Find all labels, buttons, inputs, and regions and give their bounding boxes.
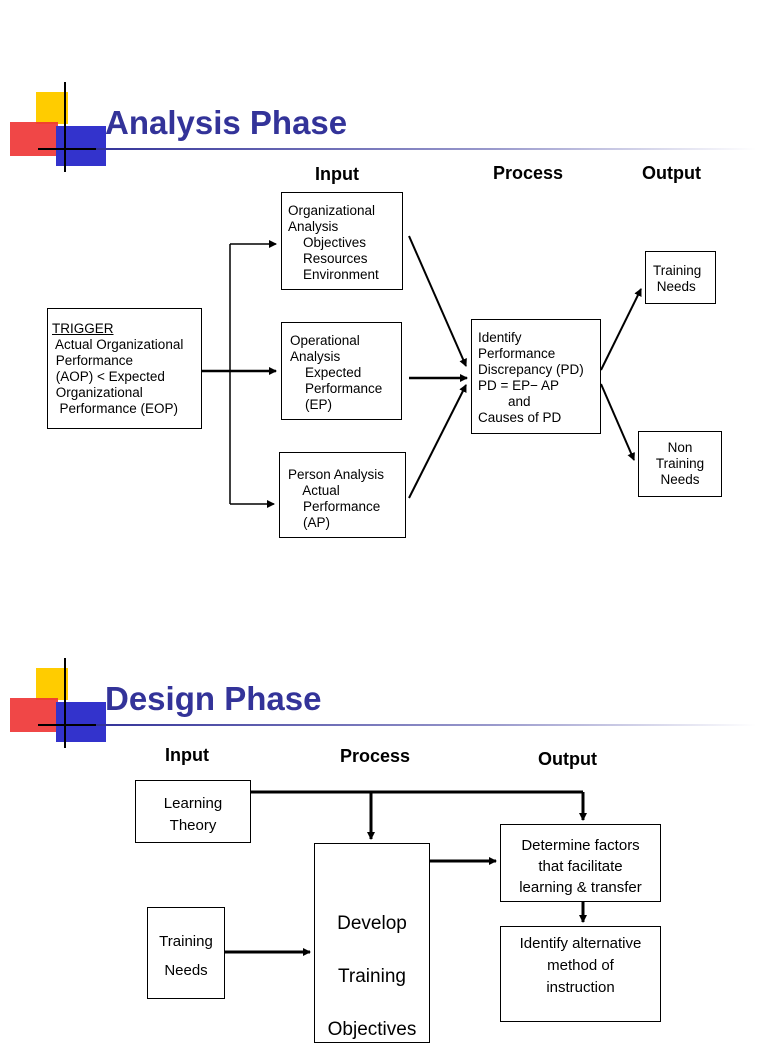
person-analysis-line: Performance [288,499,381,514]
learning-theory-line: Learning [163,795,223,812]
alternative-methods-box: Identify alternative method of instructi… [500,926,661,1022]
org-analysis-line: Analysis [288,219,339,234]
design-phase-title: Design Phase [105,680,322,717]
person-analysis-line: Person Analysis [288,467,385,482]
design-process-header: Process [340,746,411,766]
process-line: Causes of PD [478,410,562,425]
op-analysis-line: Operational [290,333,360,348]
operational-analysis-box: Operational Analysis Expected Performanc… [281,322,402,420]
develop-objectives-line: Training [338,966,406,987]
analysis-output-header: Output [642,163,701,183]
logo-horizontal-line [38,148,110,150]
logo-yellow-square [36,668,68,700]
training-needs-line: Needs [653,279,696,294]
develop-objectives-box: Develop Training Objectives [314,843,430,1043]
factors-line: learning & transfer [519,879,642,896]
non-training-needs-line: Training [655,456,705,471]
arrow-person-to-process [408,384,467,499]
factors-line: Determine factors [521,837,640,854]
title-underline-design [96,724,756,726]
logo-red-square [10,698,58,732]
process-line: Performance [478,346,556,361]
phase-logo-analysis [10,82,110,172]
analysis-process-header: Process [493,163,564,183]
factors-line: that facilitate [538,858,623,875]
non-training-needs-line: Non [667,440,693,455]
trigger-line: (AOP) < Expected [52,369,165,384]
design-output-header: Output [538,749,597,769]
process-line: PD = EP− AP [478,378,560,393]
connector-layer [202,235,642,956]
op-analysis-line: Analysis [290,349,341,364]
develop-objectives-line: Develop [337,913,407,934]
process-line: and [478,394,531,409]
person-analysis-box: Person Analysis Actual Performance (AP) [279,452,406,538]
trigger-box: TRIGGER Actual Organizational Performanc… [47,308,202,429]
logo-vertical-line [64,658,66,748]
trigger-line: Performance (EOP) [52,401,179,416]
training-needs-input-box: Training Needs [147,907,225,999]
training-needs-input-line: Training [159,933,213,950]
analysis-input-header: Input [315,164,359,184]
logo-vertical-line [64,82,66,172]
methods-line: method of [547,957,614,974]
training-needs-line: Training [653,263,702,278]
op-analysis-line: Expected [290,365,362,380]
training-needs-input-line: Needs [164,962,208,979]
methods-line: Identify alternative [519,935,642,952]
logo-yellow-square [36,92,68,124]
org-analysis-line: Objectives [288,235,367,250]
arrow-org-to-process [408,235,467,367]
person-analysis-line: (AP) [288,515,331,530]
op-analysis-line: (EP) [290,397,333,412]
trigger-line: Organizational [52,385,143,400]
organizational-analysis-box: Organizational Analysis Objectives Resou… [281,192,403,290]
trigger-line: Performance [52,353,134,368]
non-training-needs-output-box: Non Training Needs [638,431,722,497]
methods-line: instruction [546,979,615,996]
learning-theory-line: Theory [169,817,217,834]
identify-discrepancy-box: Identify Performance Discrepancy (PD) PD… [471,319,601,434]
logo-horizontal-line [38,724,110,726]
design-input-header: Input [165,745,209,765]
person-analysis-line: Actual [288,483,340,498]
op-analysis-line: Performance [290,381,383,396]
arrow-process-to-training-needs [600,288,642,371]
trigger-line: Actual Organizational [52,337,184,352]
logo-red-square [10,122,58,156]
org-analysis-line: Resources [288,251,368,266]
org-analysis-line: Environment [288,267,379,282]
org-analysis-line: Organizational [288,203,376,218]
title-underline-analysis [96,148,756,150]
process-line: Discrepancy (PD) [478,362,584,377]
training-needs-output-box: Training Needs [645,251,716,304]
trigger-heading: TRIGGER [52,321,114,336]
determine-factors-box: Determine factors that facilitate learni… [500,824,661,902]
process-line: Identify [478,330,522,345]
phase-logo-design [10,658,110,748]
analysis-phase-title: Analysis Phase [105,104,348,141]
non-training-needs-line: Needs [660,472,700,487]
learning-theory-box: Learning Theory [135,780,251,843]
arrow-process-to-non-training-needs [600,383,635,461]
